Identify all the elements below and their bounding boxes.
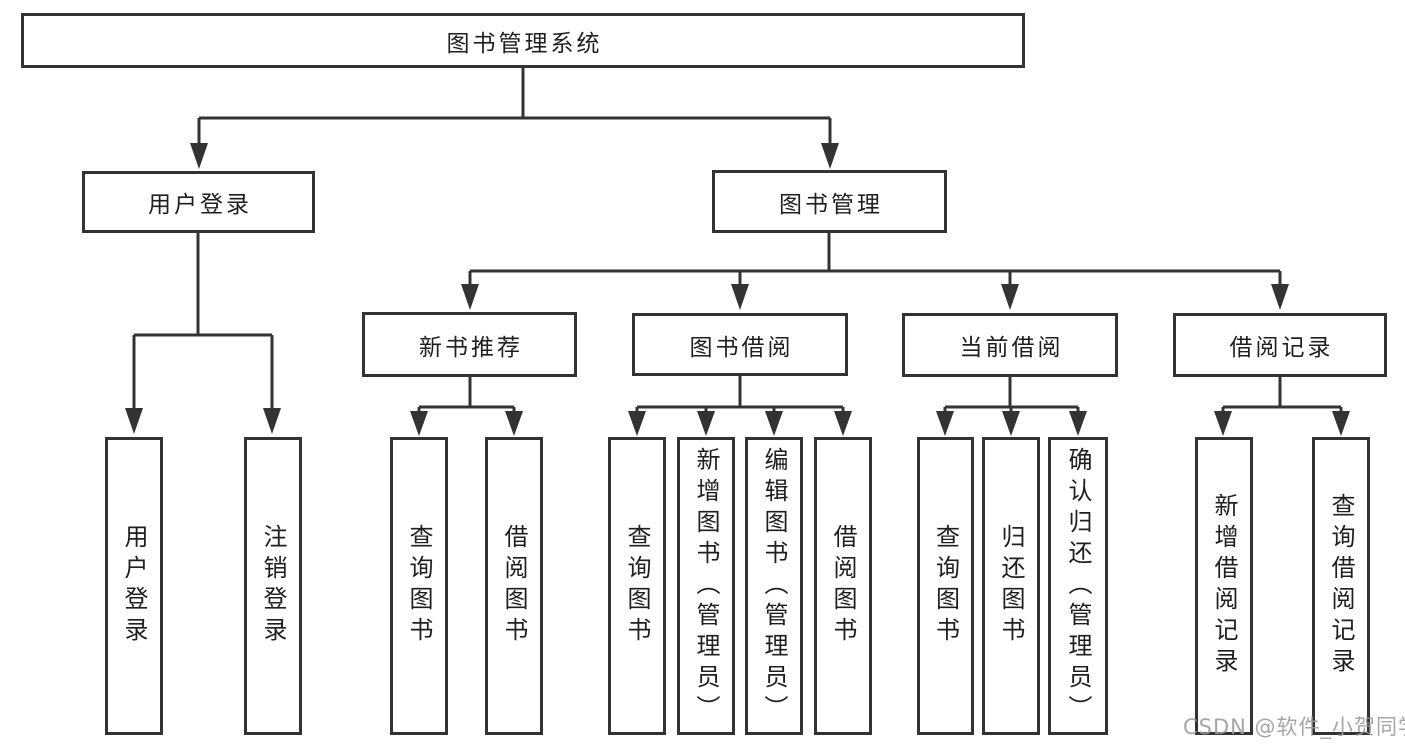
node-label: 查询图书 [405, 524, 433, 648]
node-label: 借阅记录 [1229, 335, 1334, 361]
node-current-borrow: 当前借阅 [902, 313, 1118, 377]
node-label: 图书管理系统 [446, 30, 603, 57]
leaf-query-borrow-record: 查询借阅记录 [1312, 437, 1370, 735]
node-label: 归还图书 [997, 524, 1025, 648]
node-label: 编辑图书（管理员） [760, 446, 788, 726]
node-label: 查询图书 [931, 524, 960, 648]
node-label: 当前借阅 [959, 335, 1064, 361]
leaf-confirm-return-admin: 确认归还（管理员） [1048, 437, 1108, 735]
node-borrow-records: 借阅记录 [1173, 313, 1387, 377]
node-label: 新增借阅记录 [1210, 493, 1238, 679]
node-label: 新书推荐 [419, 334, 523, 361]
leaf-edit-books-admin: 编辑图书（管理员） [745, 437, 803, 735]
node-book-management-branch: 图书管理 [712, 170, 947, 233]
leaf-borrow-books-recommend: 借阅图书 [485, 437, 543, 735]
node-library-management-system: 图书管理系统 [21, 13, 1025, 68]
leaf-borrow-books: 借阅图书 [814, 437, 872, 735]
leaf-add-books-admin: 新增图书（管理员） [677, 437, 735, 735]
node-label: 确认归还（管理员） [1064, 446, 1092, 726]
leaf-logout: 注销登录 [244, 437, 302, 735]
leaf-query-books-current: 查询图书 [917, 437, 974, 735]
node-label: 用户登录 [148, 192, 252, 218]
leaf-return-books: 归还图书 [982, 437, 1040, 735]
node-label: 用户登录 [120, 524, 148, 648]
node-label: 借阅图书 [500, 524, 528, 648]
leaf-add-borrow-record: 新增借阅记录 [1195, 437, 1253, 735]
node-label: 图书借阅 [689, 334, 794, 361]
node-book-borrow: 图书借阅 [632, 313, 848, 376]
leaf-user-login: 用户登录 [105, 437, 163, 735]
node-new-book-recommend: 新书推荐 [362, 312, 577, 377]
node-label: 查询借阅记录 [1327, 493, 1355, 679]
node-label: 图书管理 [779, 191, 883, 218]
csdn-watermark: CSDN @软件_小贺同学 [1183, 715, 1405, 739]
node-user-login-branch: 用户登录 [82, 171, 315, 233]
node-label: 新增图书（管理员） [692, 446, 720, 726]
node-label: 注销登录 [259, 524, 287, 648]
node-label: 查询图书 [623, 524, 651, 648]
leaf-query-books-borrow: 查询图书 [608, 437, 666, 735]
node-label: 借阅图书 [829, 524, 857, 648]
leaf-query-books-recommend: 查询图书 [390, 437, 448, 735]
